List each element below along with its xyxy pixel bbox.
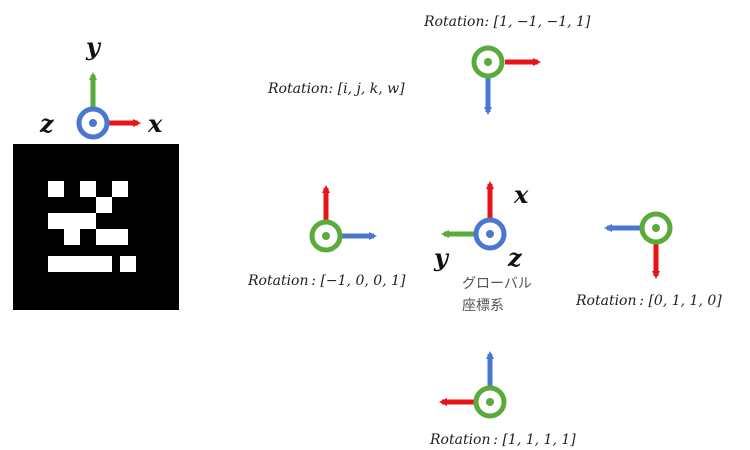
global-y-label: y bbox=[433, 243, 450, 272]
frame-top-y-dot bbox=[484, 58, 492, 66]
marker-x-label: x bbox=[147, 109, 163, 138]
rotation-left-label: Rotation : [−1, 0, 0, 1] bbox=[247, 273, 406, 289]
global-frame-icon bbox=[441, 181, 507, 251]
frame-left-icon bbox=[309, 185, 377, 253]
global-label-line2: 座標系 bbox=[462, 298, 504, 314]
frame-bottom-icon bbox=[439, 351, 507, 419]
rotation-top-label: Rotation: [1, −1, −1, 1] bbox=[423, 14, 591, 30]
rotation-legend-label: Rotation: [i, j, k, w] bbox=[267, 81, 405, 97]
frame-right-icon bbox=[604, 211, 673, 279]
global-x-label: x bbox=[513, 180, 529, 209]
frame-left-y-dot bbox=[322, 232, 330, 240]
rotation-bottom-label: Rotation : [1, 1, 1, 1] bbox=[429, 432, 576, 448]
marker-z-dot bbox=[89, 119, 97, 127]
marker-z-label: z bbox=[39, 109, 55, 138]
rotation-right-label: Rotation : [0, 1, 1, 0] bbox=[575, 293, 722, 309]
aruco-marker bbox=[13, 144, 179, 310]
marker-y-label: y bbox=[85, 32, 102, 61]
frame-right-y-dot bbox=[652, 224, 660, 232]
marker-frame-icon bbox=[76, 72, 141, 140]
frame-bottom-y-dot bbox=[486, 398, 494, 406]
global-label-line1: グローバル bbox=[462, 276, 532, 292]
global-z-label: z bbox=[507, 243, 523, 272]
frame-top-icon bbox=[471, 45, 541, 115]
global-z-dot bbox=[486, 230, 494, 238]
